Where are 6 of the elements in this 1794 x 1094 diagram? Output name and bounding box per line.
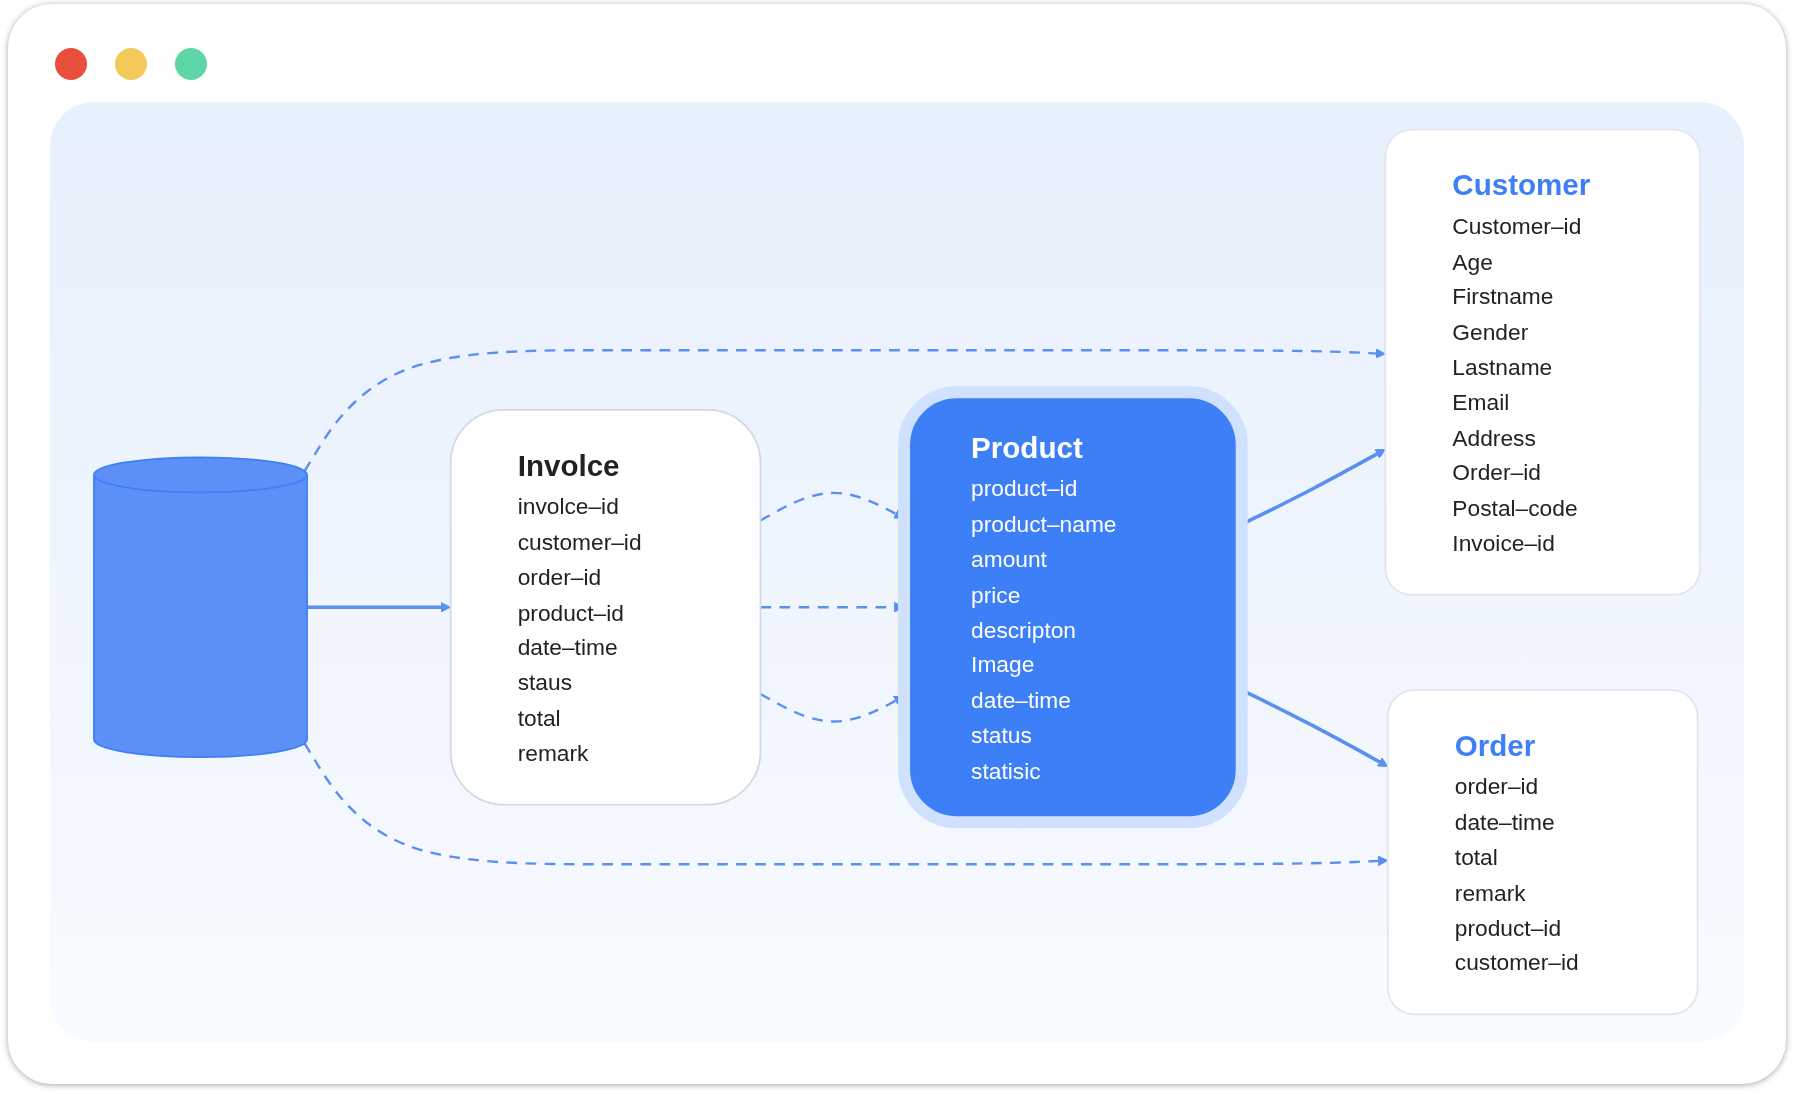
node-box: Order order–id date–time total remark product–id customer–id <box>1386 689 1699 1016</box>
node-cylinder <box>93 456 308 759</box>
node-box: Customer Customer–id Age Firstname Gender Lastname Email Address Order–id Postal–code Invoice–id <box>1384 128 1701 596</box>
node-box: Product product–id product–name amount price descripton Image date–time status statisic <box>898 386 1248 829</box>
node-box: Involce involce–id customer–id order–id product–id date–time staus total remark <box>449 409 762 806</box>
arrow <box>303 348 1386 472</box>
